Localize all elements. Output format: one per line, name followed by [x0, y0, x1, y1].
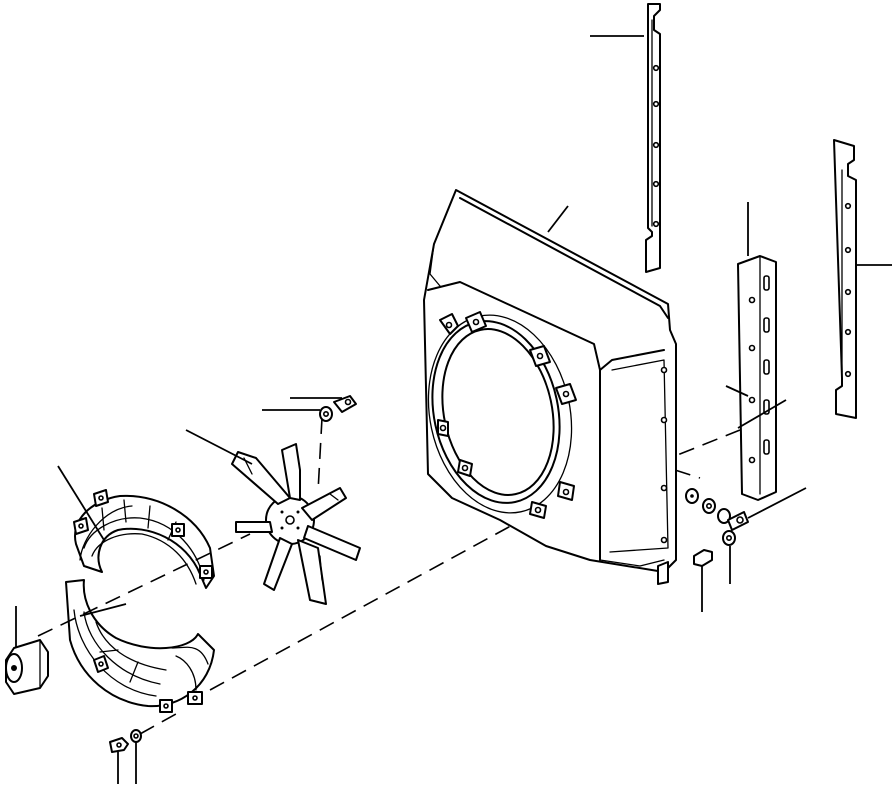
leader-bracket-hw — [747, 487, 807, 519]
leader-bracket-bolt — [737, 399, 787, 429]
shroud-seal-strip-upper[interactable] — [645, 3, 661, 273]
guard-bolt[interactable] — [109, 737, 129, 753]
fan-guard-upper[interactable] — [73, 489, 215, 589]
leader-fan — [185, 429, 253, 465]
fan-guard-lower[interactable] — [65, 579, 215, 713]
fan[interactable] — [231, 443, 361, 605]
guard-bolt-axis — [139, 713, 177, 735]
shroud-seal-strip-right[interactable] — [833, 139, 857, 419]
bracket-bolt[interactable] — [693, 511, 749, 567]
shroud-mount-lugs — [437, 311, 577, 519]
leader-guard-lower — [79, 603, 127, 617]
bracket-washers[interactable] — [685, 488, 736, 546]
radiator-shroud[interactable] — [411, 189, 677, 585]
fan-spacer[interactable] — [5, 639, 49, 695]
leader-guard-upper — [57, 465, 105, 541]
leader-bracket-side — [725, 385, 749, 397]
mounting-bracket[interactable] — [737, 255, 777, 501]
leader-shroud — [547, 205, 569, 233]
fan-bolt[interactable] — [319, 395, 357, 422]
guard-washer[interactable] — [130, 729, 142, 743]
